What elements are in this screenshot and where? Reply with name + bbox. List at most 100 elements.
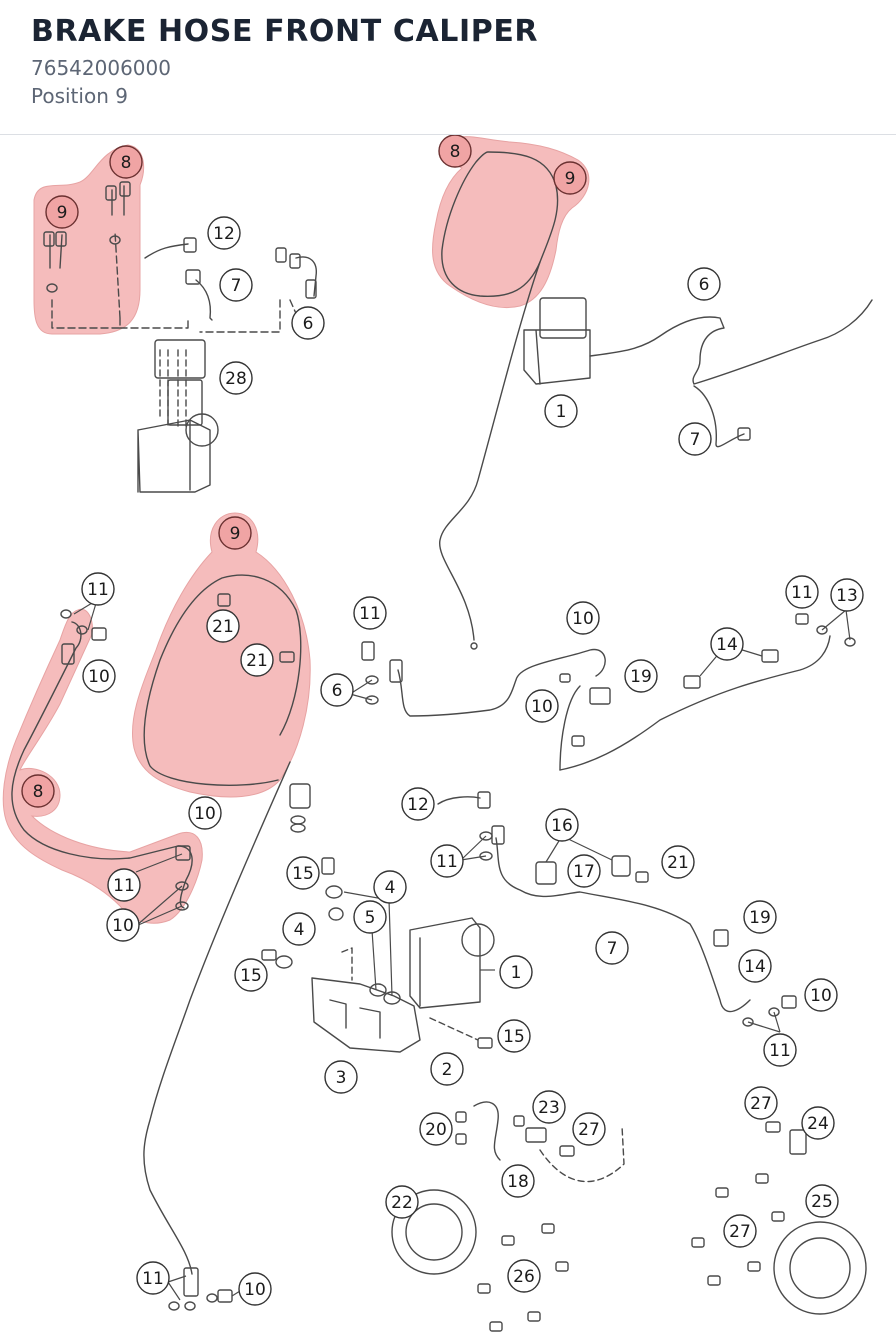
callout-circle-10[interactable] <box>566 601 600 635</box>
callout-circle-10[interactable] <box>525 689 559 723</box>
callout-circle-11[interactable] <box>430 844 464 878</box>
callout-circle-11[interactable] <box>107 868 141 902</box>
callout-circle-10[interactable] <box>106 908 140 942</box>
fitting-top-left-d <box>119 181 131 197</box>
callout-circle-7[interactable] <box>219 268 253 302</box>
callout-circle-10[interactable] <box>238 1272 272 1306</box>
callout-circle-21[interactable] <box>661 845 695 879</box>
hose-middle-right-14 <box>559 685 581 771</box>
callout-circle-6[interactable] <box>320 673 354 707</box>
callout-circle-6[interactable] <box>291 306 325 340</box>
callout-circle-8[interactable] <box>109 145 143 179</box>
callout-circle-15[interactable] <box>286 856 320 890</box>
callout-circle-11[interactable] <box>136 1261 170 1295</box>
bolts-27 <box>691 1173 785 1286</box>
callout-circle-8[interactable] <box>21 774 55 808</box>
callout-circle-6[interactable] <box>687 267 721 301</box>
callout-circle-10[interactable] <box>188 796 222 830</box>
callout-circle-11[interactable] <box>353 596 387 630</box>
callout-circle-18[interactable] <box>501 1164 535 1198</box>
callout-circle-21[interactable] <box>206 609 240 643</box>
callout-label-27: 27 <box>750 1094 772 1114</box>
callout-label-19: 19 <box>630 667 652 687</box>
callout-circle-12[interactable] <box>401 787 435 821</box>
callout-circle-10[interactable] <box>82 659 116 693</box>
bolt-20-a <box>455 1111 467 1123</box>
tone-ring-25-outer <box>773 1221 867 1315</box>
callout-circle-23[interactable] <box>532 1090 566 1124</box>
callout-label-11: 11 <box>87 580 109 600</box>
callout-label-26: 26 <box>513 1267 535 1287</box>
callout-label-7: 7 <box>690 430 701 450</box>
callout-label-15: 15 <box>240 966 262 986</box>
oring-lower-c <box>742 1017 754 1027</box>
callout-circle-25[interactable] <box>805 1184 839 1218</box>
callout-circle-3[interactable] <box>324 1060 358 1094</box>
sleeve-top-left <box>305 279 317 299</box>
callout-circle-5[interactable] <box>353 900 387 934</box>
callout-circle-19[interactable] <box>624 659 658 693</box>
clip-lower <box>571 735 585 747</box>
callout-circle-11[interactable] <box>763 1033 797 1067</box>
oring-lower-d <box>768 1007 780 1017</box>
callout-circle-11[interactable] <box>785 575 819 609</box>
callout-label-10: 10 <box>531 697 553 717</box>
callout-circle-13[interactable] <box>830 578 864 612</box>
sensor-top-left <box>183 237 197 253</box>
callout-circle-17[interactable] <box>567 854 601 888</box>
callout-circle-7[interactable] <box>595 931 629 965</box>
callout-circle-15[interactable] <box>497 1019 531 1053</box>
callout-circle-9[interactable] <box>45 195 79 229</box>
callout-label-27: 27 <box>729 1222 751 1242</box>
callout-circle-2[interactable] <box>430 1052 464 1086</box>
callout-circle-22[interactable] <box>385 1185 419 1219</box>
callout-circle-4[interactable] <box>373 870 407 904</box>
callout-circle-11[interactable] <box>81 572 115 606</box>
hose-top-right-7 <box>693 385 745 448</box>
callout-circle-12[interactable] <box>207 216 241 250</box>
oring-top-left-b <box>109 235 121 245</box>
callout-circle-7[interactable] <box>678 422 712 456</box>
callout-circle-19[interactable] <box>743 900 777 934</box>
highlight-region-middle-hose[interactable] <box>131 512 311 798</box>
hose-middle-long <box>143 761 291 1275</box>
hose-top-left-a <box>49 185 125 269</box>
position-label: Position 9 <box>31 84 128 108</box>
callout-circle-21[interactable] <box>240 643 274 677</box>
callout-circle-1[interactable] <box>544 394 578 428</box>
callout-circle-9[interactable] <box>218 516 252 550</box>
callout-label-7: 7 <box>231 276 242 296</box>
callout-circle-9[interactable] <box>553 161 587 195</box>
callout-circle-1[interactable] <box>499 955 533 989</box>
hose-top-right-long <box>439 261 541 641</box>
fitting-top-left-f <box>275 247 287 263</box>
callout-circle-8[interactable] <box>438 135 472 168</box>
callout-circle-26[interactable] <box>507 1259 541 1293</box>
highlight-region-top-right[interactable] <box>432 136 590 309</box>
callout-circle-14[interactable] <box>710 627 744 661</box>
callout-label-18: 18 <box>507 1172 529 1192</box>
grommet-4-a <box>325 885 343 899</box>
callout-label-12: 12 <box>213 224 235 244</box>
grommet-5 <box>328 907 344 921</box>
callout-circle-4[interactable] <box>282 912 316 946</box>
callout-circle-24[interactable] <box>801 1106 835 1140</box>
callout-circle-15[interactable] <box>234 958 268 992</box>
callout-circle-14[interactable] <box>738 949 772 983</box>
oring-far-right-a <box>816 625 828 635</box>
exploded-parts-diagram: 8912762889617911102121810111011610111314… <box>2 135 873 1332</box>
highlight-region-left-hose[interactable] <box>2 608 203 924</box>
clip-16-a <box>535 861 557 885</box>
sensor-12-lower <box>477 791 491 809</box>
callout-circle-27[interactable] <box>723 1214 757 1248</box>
callout-circle-10[interactable] <box>804 978 838 1012</box>
callout-circle-28[interactable] <box>219 361 253 395</box>
callout-circle-20[interactable] <box>419 1112 453 1146</box>
callout-circle-27[interactable] <box>744 1086 778 1120</box>
callout-circle-27[interactable] <box>572 1112 606 1146</box>
fitting-lower-10 <box>781 995 797 1009</box>
callout-label-11: 11 <box>142 1269 164 1289</box>
bracket-lower <box>311 977 421 1053</box>
page-title: BRAKE HOSE FRONT CALIPER <box>31 14 539 49</box>
callout-circle-16[interactable] <box>545 808 579 842</box>
